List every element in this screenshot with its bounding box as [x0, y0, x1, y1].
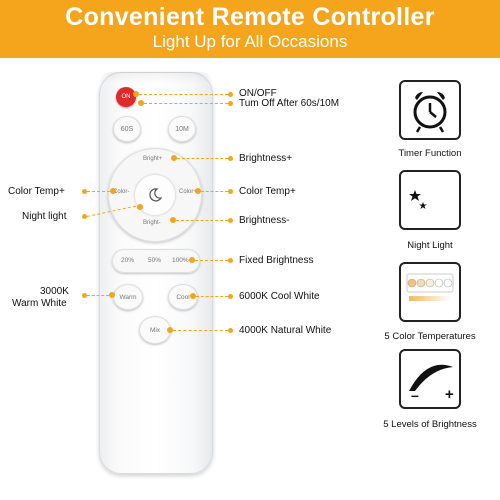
callout-dot	[82, 214, 87, 219]
power-button[interactable]: ON	[116, 87, 136, 107]
callout-dot	[171, 155, 177, 161]
callout-dot	[110, 188, 116, 194]
callout-dot	[195, 188, 201, 194]
preset-20-button[interactable]: 20%	[121, 257, 135, 264]
feature-color-temp-caption: 5 Color Temperatures	[384, 331, 476, 342]
feature-night-light-box	[399, 170, 461, 230]
callout-line	[144, 103, 228, 104]
callout-line	[196, 296, 228, 297]
feature-color-temp-box	[399, 262, 461, 322]
preset-brightness-bar	[112, 249, 200, 273]
callout-dot	[137, 204, 143, 210]
callout-dot	[228, 101, 233, 106]
callout-line	[87, 191, 110, 192]
callout-line	[139, 94, 228, 95]
callout-warm-white: Warm White	[12, 298, 67, 309]
page-subtitle: Light Up for All Occasions	[152, 32, 348, 51]
bright-minus-label[interactable]: Bright-	[143, 220, 161, 226]
page-title: Convenient Remote Controller	[65, 3, 435, 31]
callout-line	[177, 158, 228, 159]
callout-dot	[82, 293, 87, 298]
callout-line	[176, 220, 228, 221]
timer-10m-button[interactable]: 10M	[168, 116, 196, 142]
color-temperature-icon	[406, 273, 454, 301]
mix-button[interactable]: Mix	[139, 316, 171, 344]
callout-night-light: Night light	[22, 211, 67, 222]
callout-cool-white: 6000K Cool White	[239, 291, 320, 302]
callout-dot	[228, 328, 233, 333]
callout-turn-off: Tum Off After 60s/10M	[239, 98, 340, 109]
callout-brightness-minus: Brightness-	[239, 215, 290, 226]
brightness-plus-sign: +	[445, 386, 454, 403]
callout-dot	[82, 189, 87, 194]
callout-dot	[167, 327, 173, 333]
callout-dot	[228, 156, 233, 161]
moon-stars-icon	[409, 184, 449, 214]
remote-top-shade	[99, 72, 213, 84]
callout-natural-white: 4000K Natural White	[239, 325, 332, 336]
callout-warm-kelvin: 3000K	[40, 286, 69, 297]
callout-line	[87, 295, 109, 296]
feature-timer-caption: Timer Function	[398, 148, 462, 159]
callout-line	[195, 260, 228, 261]
night-light-button[interactable]	[134, 174, 176, 216]
feature-brightness-caption: 5 Levels of Brightness	[383, 419, 477, 430]
preset-100-button[interactable]: 100%	[172, 257, 189, 264]
callout-fixed-brightness: Fixed Brightness	[239, 255, 314, 266]
callout-dot	[228, 189, 233, 194]
brightness-minus-sign: –	[411, 387, 419, 403]
feature-night-light-caption: Night Light	[407, 240, 453, 251]
warm-button[interactable]: Warm	[113, 284, 143, 310]
preset-50-button[interactable]: 50%	[148, 257, 162, 264]
callout-dot	[228, 294, 233, 299]
bright-plus-label[interactable]: Bright+	[143, 156, 163, 162]
color-plus-label[interactable]: Color+	[179, 189, 197, 195]
callout-dot	[170, 217, 176, 223]
callout-color-temp-right: Color Temp+	[239, 186, 296, 197]
callout-dot	[133, 91, 139, 97]
callout-line	[173, 330, 228, 331]
callout-line	[201, 191, 228, 192]
feature-brightness-box: – +	[399, 349, 461, 409]
feature-timer-box	[399, 80, 461, 140]
callout-color-temp-left: Color Temp+	[8, 186, 65, 197]
callout-dot	[189, 257, 195, 263]
alarm-clock-icon	[413, 91, 447, 133]
callout-dot	[228, 218, 233, 223]
header-banner: Convenient Remote Controller Light Up fo…	[0, 0, 500, 58]
callout-brightness-plus: Brightness+	[239, 153, 293, 164]
callout-dot	[228, 258, 233, 263]
moon-icon	[149, 188, 163, 202]
color-minus-label[interactable]: Color-	[113, 189, 130, 195]
callout-dot	[138, 100, 144, 106]
callout-dot	[190, 293, 196, 299]
timer-60s-button[interactable]: 60S	[113, 116, 141, 142]
callout-dot	[109, 292, 115, 298]
callout-on-off: ON/OFF	[239, 88, 277, 99]
callout-dot	[228, 92, 233, 97]
brightness-levels-icon	[409, 364, 453, 391]
